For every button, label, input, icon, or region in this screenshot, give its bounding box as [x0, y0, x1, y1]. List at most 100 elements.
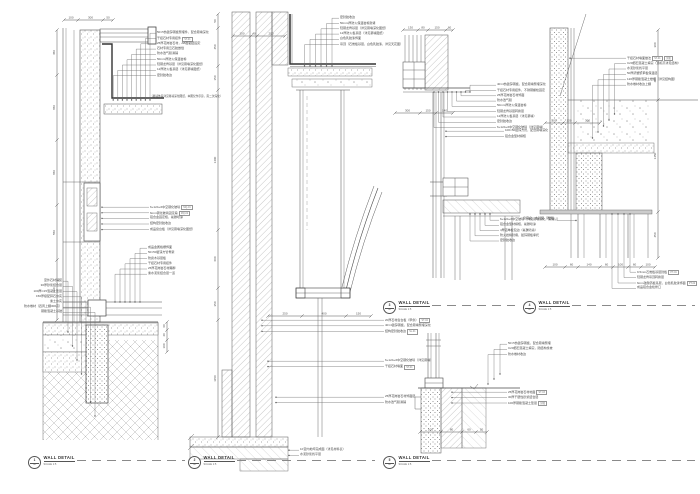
detail-number-badge: 5 ID — [383, 456, 396, 469]
dim-label: 450 — [213, 44, 217, 49]
dim-label: 40 — [162, 333, 166, 337]
leader-dot — [261, 319, 263, 321]
annotation-text: 6mm钢化玻璃固定扇 — [150, 210, 178, 215]
reference-tag: ST-03 — [536, 390, 548, 396]
leader-line — [393, 111, 397, 115]
annotation-text: 防水透气膜 — [497, 98, 513, 103]
leader-line — [426, 28, 430, 32]
leader-dot — [451, 402, 453, 404]
panel-3-section — [402, 34, 521, 280]
dim-label: 100 — [618, 263, 623, 267]
leader-dot — [437, 91, 440, 93]
leader-dot — [455, 91, 458, 93]
annotation-row: 40×4镀锌钢板，配合幕墙预埋深化 — [385, 323, 431, 328]
leader-dot — [479, 213, 481, 215]
leader-line — [369, 314, 373, 318]
annotation-text: 白色乳胶漆饰面 — [340, 36, 362, 41]
p4-ceiling-line — [539, 209, 653, 215]
annotation-text: 防水卷材（四周上翻300高） — [23, 304, 62, 309]
leader-dot — [288, 449, 290, 451]
annotation-row: 6+12A+6中空钢化玻璃（详见幕墙） — [385, 358, 434, 363]
leader-line — [55, 138, 59, 142]
leader-dot — [67, 331, 69, 333]
leader-dot — [314, 65, 317, 67]
reference-tag: SL-01 — [407, 329, 418, 335]
annotation-row: 20厚石材窗台板（甲供）ST-02 — [385, 318, 431, 324]
detail-sheet-ref: ID — [528, 308, 531, 311]
detail-number-badge: 4 ID — [523, 301, 536, 314]
reference-tag: ST-01 — [404, 364, 415, 370]
annotation-row: 25厚花岗岩石材饰面 — [497, 93, 524, 98]
leader-dot — [130, 99, 133, 101]
dim-label: 150 — [434, 26, 439, 30]
leader-line — [474, 430, 478, 434]
annotation-text: 12厚防火板基层（详见幕墙） — [497, 114, 537, 118]
annotation-text: C20细石混凝土填实（顶标高详见结构） — [627, 60, 681, 65]
leader-dot — [275, 401, 277, 404]
annotation-text: 6+12A+6中空玻璃（详见幕墙深化，需确认） — [500, 217, 561, 222]
leader-line — [165, 338, 169, 342]
leader-dot — [303, 65, 306, 67]
p2-glass-arc — [345, 187, 379, 291]
annotation-text: 50厚挤塑聚苯板保温层 — [627, 71, 658, 76]
leader-line — [216, 228, 220, 232]
leader-dot — [629, 213, 631, 215]
leader-line — [216, 12, 220, 16]
leader-dot — [71, 345, 74, 347]
dim-label: 140 — [586, 263, 591, 267]
leader-dot — [460, 91, 462, 93]
annotation-text: 铝合金型材横框 — [505, 133, 527, 138]
detail-sheet-ref: ID — [388, 308, 391, 311]
annotation-text: 6+12A+6中空钢化玻璃（详见幕墙） — [385, 358, 434, 363]
annotation-text: 轻钢龙骨基层（详见幕墙深化图纸） — [157, 62, 206, 66]
annotation-row: 轻钢龙骨基层转换层 — [497, 109, 524, 114]
leader-dot — [325, 65, 328, 67]
reference-tag: MQ-01 — [181, 205, 193, 211]
annotation-row: 40×4热镀锌钢板，配合幕墙预埋深化 — [497, 82, 546, 87]
detail-title-2: 2 ID WALL DETAIL SCALE 1:5 — [188, 455, 375, 470]
leader-dot — [623, 213, 625, 215]
leader-line — [598, 121, 602, 125]
leader-dot — [433, 91, 435, 93]
dim-label: 400 — [653, 77, 657, 82]
annotation-text: 素水泥浆结合层一道 — [148, 271, 176, 276]
leader-dot — [124, 301, 126, 303]
leader-dot — [451, 396, 453, 399]
leader-dot — [140, 99, 142, 101]
leader-dot — [464, 91, 467, 93]
leader-dot — [129, 301, 131, 303]
annotation-text: 防水透气膜满铺 — [157, 51, 179, 56]
panel-2-section — [187, 11, 383, 472]
leader-line — [283, 34, 287, 38]
leader-dot — [119, 301, 121, 303]
annotation-row: 100厚钢筋混凝土垫层详图 — [508, 401, 548, 407]
reference-tag: MQ-02 — [178, 210, 191, 216]
leader-dot — [144, 99, 147, 101]
leader-line — [249, 34, 253, 38]
leader-dot — [320, 65, 322, 67]
annotation-row: 1F室内地坪完成面（详见材料表） — [300, 447, 346, 452]
dim-label: 130 — [408, 26, 413, 30]
annotation-text: 50mm厚防火保温岩棉封堵 — [340, 20, 376, 25]
annotation-text: 6mm硅酸钙板基层，白色乳胶漆饰面 — [637, 280, 686, 285]
dim-label: 50 — [480, 428, 484, 432]
leader-dot — [575, 219, 577, 222]
detail-title-5: 5 ID WALL DETAIL SCALE 1:5 — [383, 455, 695, 470]
annotation-row: 白色乳胶漆饰面 — [340, 37, 361, 41]
leader-line — [598, 265, 602, 269]
dim-label: 1400 — [213, 156, 217, 163]
dim-label: 200 — [268, 32, 273, 36]
annotation-row: 铝合金型材横框，氟碳喷涂 — [500, 223, 536, 227]
leader-dot — [608, 119, 610, 121]
annotation-text: 30厚砂浆结合层 — [40, 283, 62, 288]
leader-line — [231, 34, 235, 38]
leader-line — [656, 256, 660, 260]
leader-line — [573, 121, 577, 125]
annotation-row: 50厚挤塑聚苯板保温层 — [627, 72, 657, 76]
annotation-text: 12厚防火板基层（详见幕墙图纸） — [340, 31, 386, 36]
annotation-row: 12厚防火板基层（详见幕墙） — [497, 114, 537, 119]
detail-title-label: WALL DETAIL — [203, 455, 235, 463]
